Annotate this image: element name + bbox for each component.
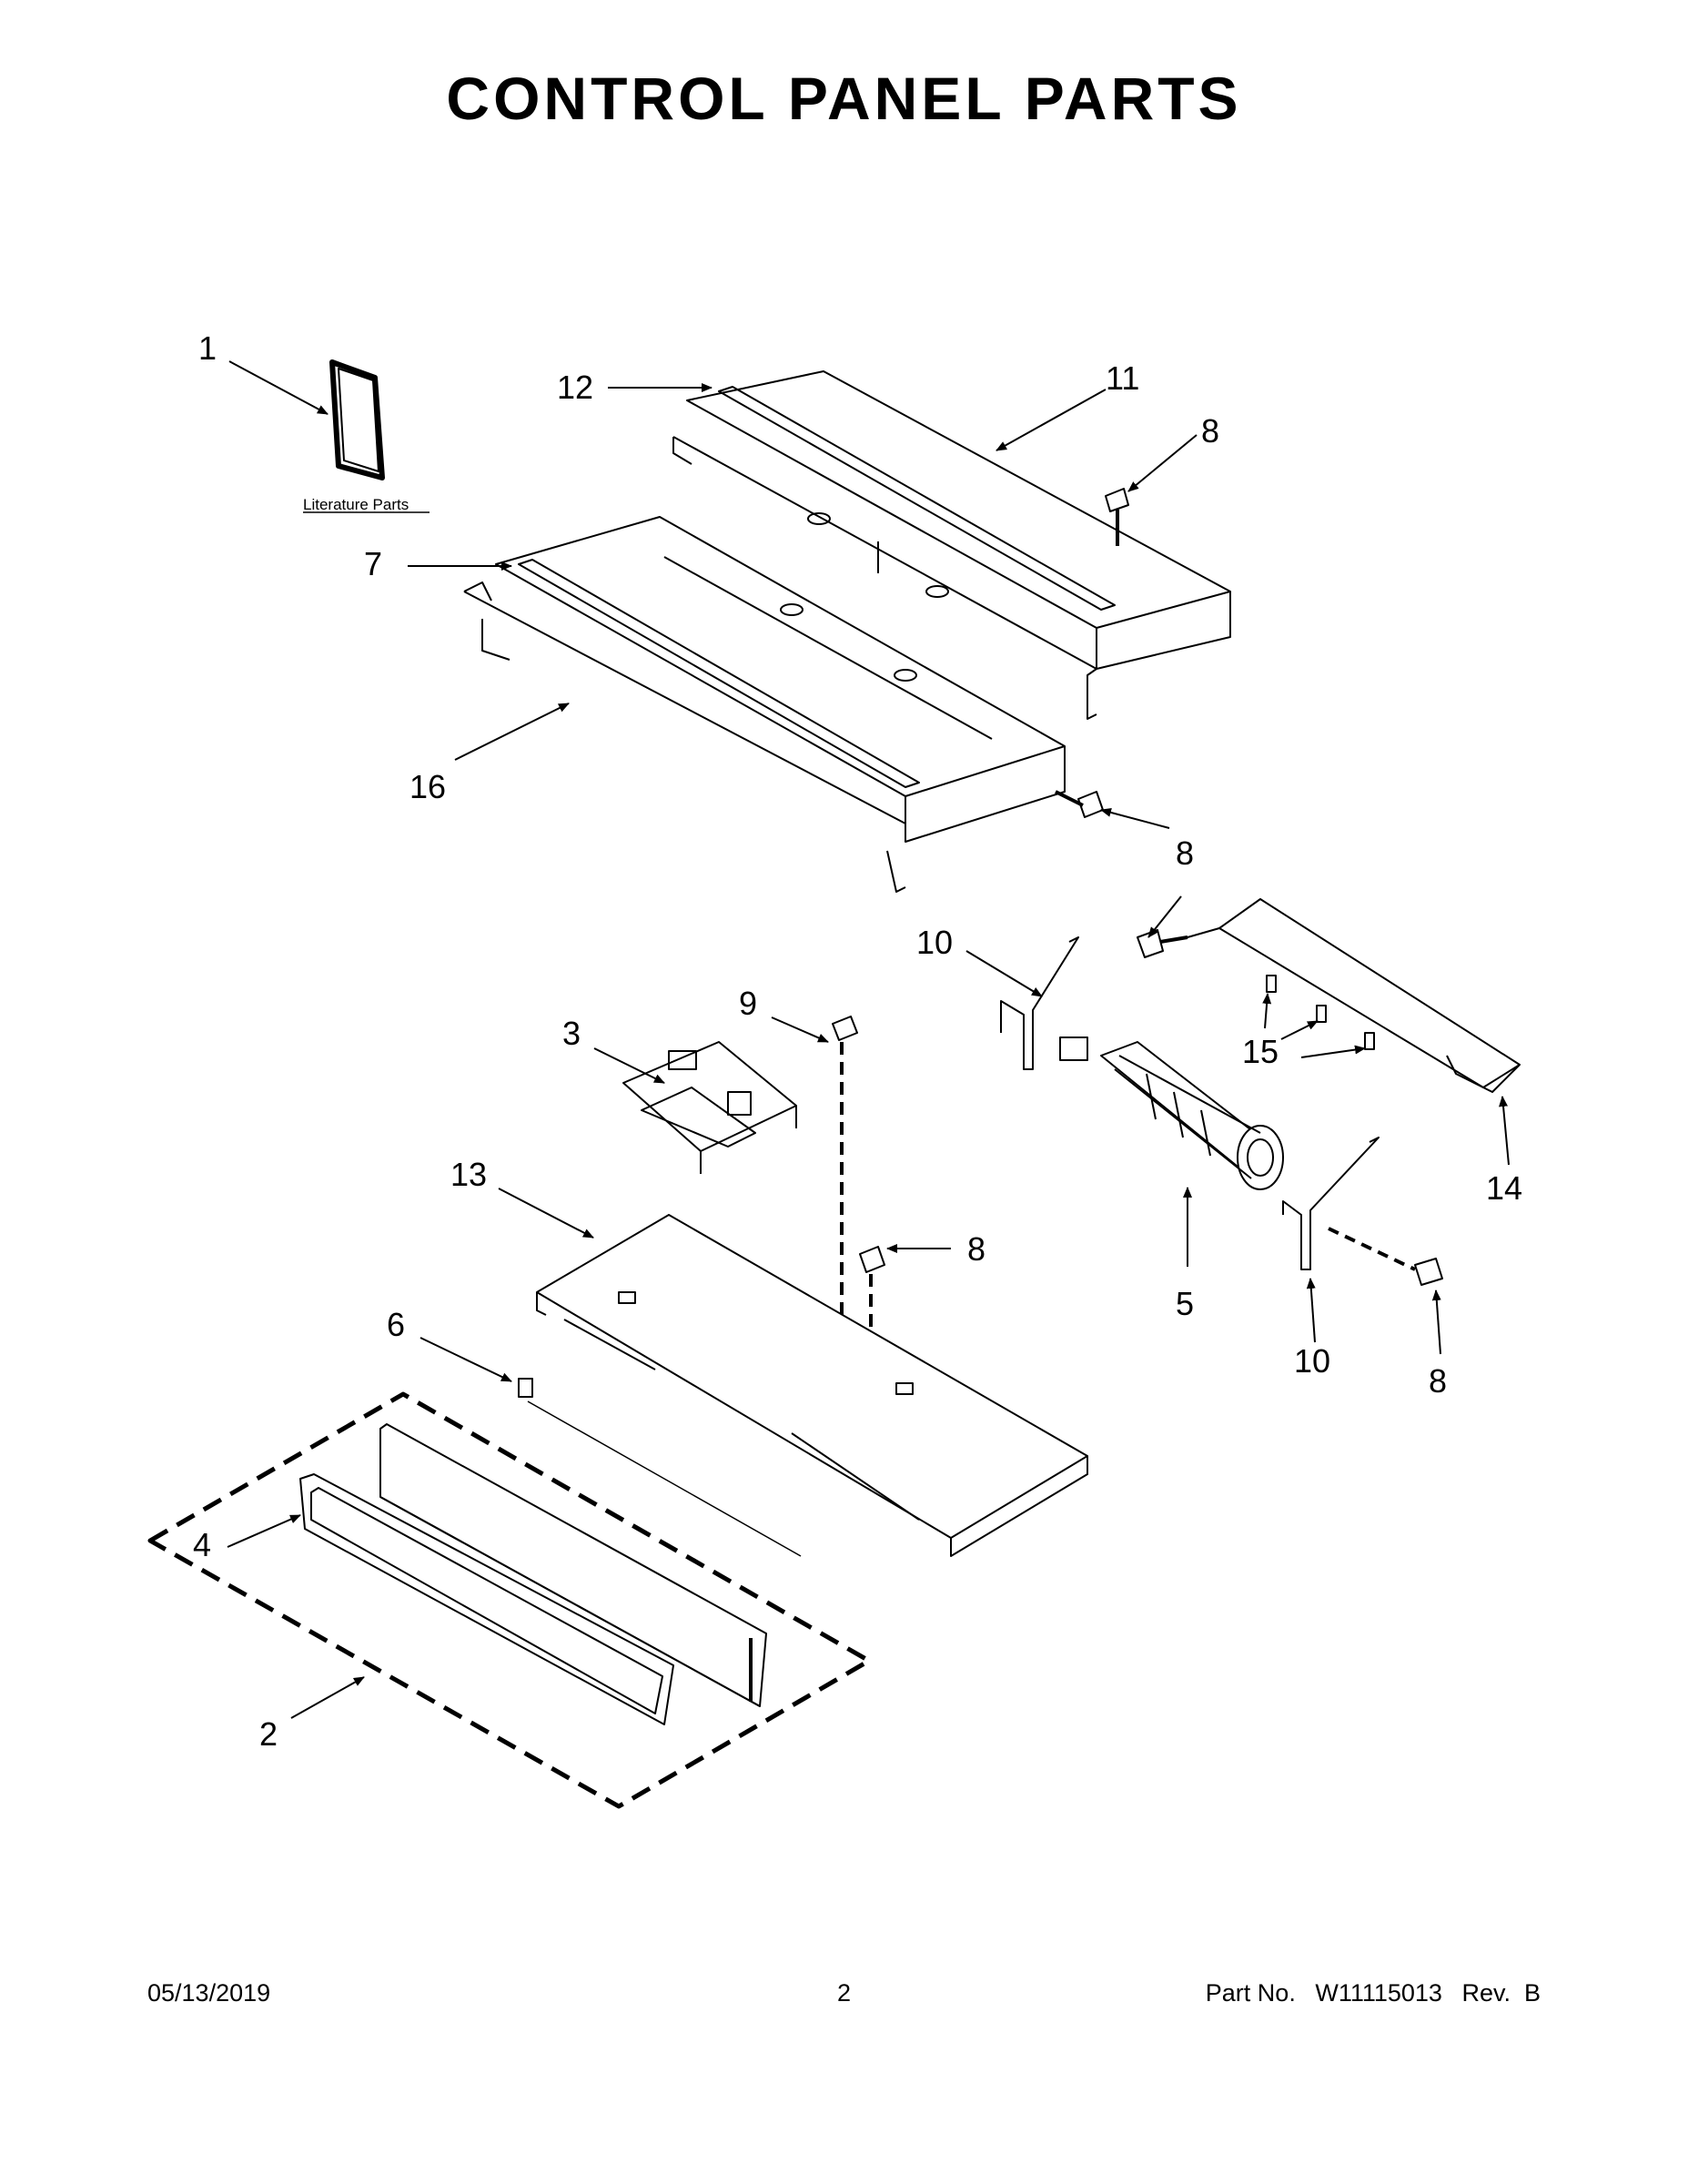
part-number: W11115013 bbox=[1315, 1979, 1442, 2007]
screw-8-right bbox=[1414, 1258, 1443, 1286]
part-literature bbox=[329, 359, 385, 480]
part-6-clip bbox=[518, 1378, 802, 1557]
callouts: 1 12 11 8 7 16 8 10 9 3 15 14 13 8 5 10 … bbox=[193, 329, 1522, 1753]
part-4-front-glass bbox=[299, 1423, 767, 1725]
part-14-bracket bbox=[1187, 898, 1521, 1093]
callout-12: 12 bbox=[557, 369, 593, 406]
leader-lines bbox=[227, 360, 1510, 1719]
page-title: CONTROL PANEL PARTS bbox=[446, 65, 1242, 132]
callout-14: 14 bbox=[1486, 1169, 1522, 1207]
part-10-bracket-right bbox=[1282, 1137, 1416, 1271]
part-16-panel bbox=[463, 516, 1066, 893]
callout-1: 1 bbox=[198, 329, 217, 367]
callout-5: 5 bbox=[1176, 1285, 1194, 1322]
callout-8-mid: 8 bbox=[967, 1230, 986, 1268]
revision: Rev. B bbox=[1461, 1979, 1541, 2007]
footer-part-info: Part No. W11115013 Rev. B bbox=[1193, 1979, 1541, 2007]
part-10-bracket-left bbox=[1000, 936, 1079, 1070]
callout-3: 3 bbox=[562, 1015, 581, 1052]
callout-4: 4 bbox=[193, 1526, 211, 1563]
callout-15: 15 bbox=[1242, 1033, 1279, 1070]
callout-13: 13 bbox=[450, 1156, 487, 1193]
callout-9: 9 bbox=[739, 985, 757, 1022]
screw-8-top bbox=[1105, 488, 1129, 546]
part-13-tray bbox=[536, 1214, 1088, 1557]
callout-11: 11 bbox=[1106, 359, 1139, 397]
part-2-assembly-outline bbox=[147, 1391, 872, 1809]
callout-6: 6 bbox=[387, 1306, 405, 1343]
part-label: Part No. bbox=[1205, 1979, 1296, 2007]
screw-8-bracket bbox=[1137, 929, 1188, 958]
screw-8-panel-side bbox=[1055, 790, 1104, 818]
callout-10-right: 10 bbox=[1294, 1342, 1330, 1380]
callout-8-panel: 8 bbox=[1176, 834, 1194, 872]
callout-16: 16 bbox=[409, 768, 446, 805]
callout-8-right: 8 bbox=[1429, 1362, 1447, 1400]
callout-8-top: 8 bbox=[1201, 412, 1219, 450]
callout-10-left: 10 bbox=[916, 924, 953, 961]
footer-date: 05/13/2019 bbox=[147, 1979, 271, 2007]
part-3-control-board bbox=[622, 1041, 797, 1174]
part-11-top-panel bbox=[672, 370, 1231, 720]
footer-page-number: 2 bbox=[836, 1979, 852, 2007]
part-5-blower bbox=[1059, 1036, 1284, 1190]
part-15-pins bbox=[1266, 975, 1375, 1050]
callout-2: 2 bbox=[259, 1715, 278, 1753]
literature-label: Literature Parts bbox=[303, 496, 409, 513]
callout-7: 7 bbox=[364, 545, 382, 582]
